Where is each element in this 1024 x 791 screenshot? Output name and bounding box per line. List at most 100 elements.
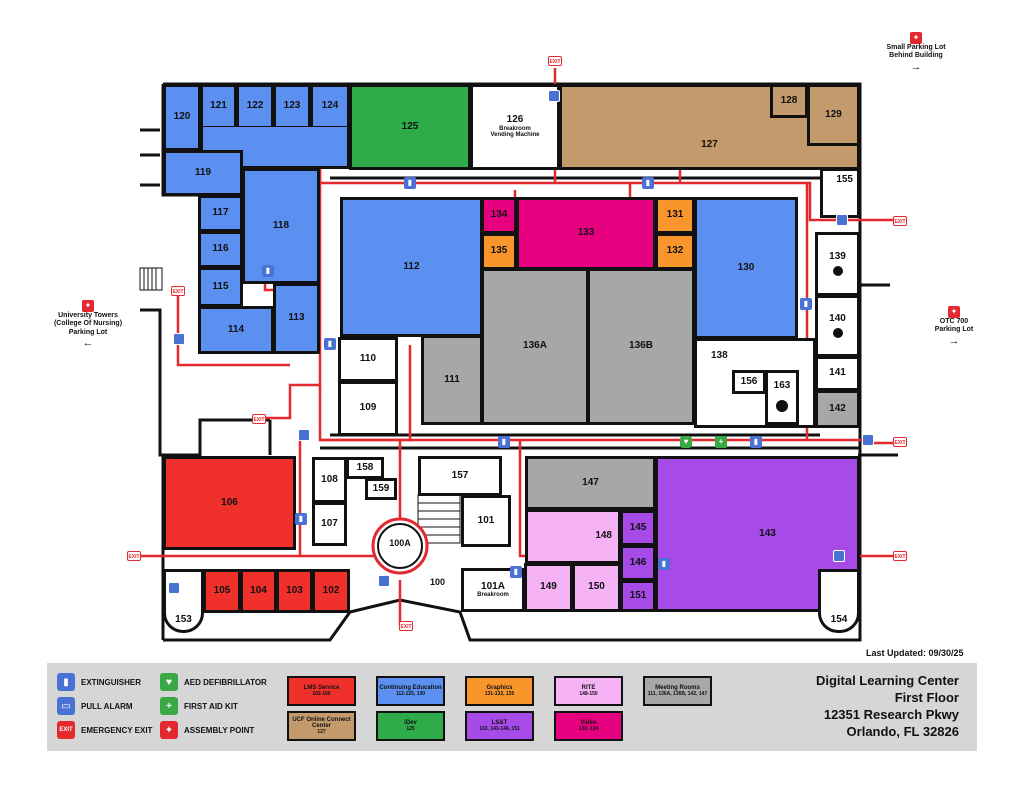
legend-first-aid-label: FIRST AID KIT [184, 701, 238, 711]
room-163-number: 163 [773, 380, 791, 391]
emergency-exit-icon: EXIT [399, 621, 413, 631]
title-line: Digital Learning Center [815, 673, 959, 688]
room-109-number: 109 [359, 402, 377, 414]
emergency-exit-icon: EXIT [127, 551, 141, 561]
extinguisher-icon: ▮ [404, 177, 416, 189]
room-143-number: 143 [759, 527, 776, 539]
emergency-exit-icon: EXIT [171, 286, 185, 296]
otc-700-lot: ✦ OTC 700 Parking Lot → [920, 306, 988, 348]
arrow-right-icon: → [910, 60, 922, 73]
extinguisher-icon: ▮ [262, 265, 274, 277]
room-136b: 136B [587, 268, 695, 425]
room-135: 135 [481, 233, 517, 270]
swatch-name: Video [580, 719, 597, 726]
swatch-nums: 127 [317, 728, 326, 735]
swatch-nums: 111, 136A, 136B, 142, 147 [647, 690, 708, 697]
assembly-point-icon: ✦ [910, 32, 922, 44]
room-145: 145 [620, 510, 656, 546]
pull-alarm-icon [168, 582, 180, 594]
legend-emergency-exit-label: EMERGENCY EXIT [81, 725, 153, 735]
room-124: 124 [310, 84, 350, 129]
room-122: 122 [236, 84, 274, 129]
room-119: 119 [163, 150, 243, 196]
legend-swatch-graphics: Graphics 131-132, 135 [465, 676, 534, 706]
room-112: 112 [340, 197, 483, 337]
room-156: 156 [732, 370, 766, 394]
swatch-name: LS&T [491, 719, 508, 726]
swatch-name: Continuing Education [379, 684, 442, 691]
room-133: 133 [516, 197, 656, 270]
room-132: 132 [655, 233, 695, 270]
room-150: 150 [572, 563, 621, 612]
legend-swatch-idev: iDev 125 [376, 711, 445, 741]
room-110-number: 110 [359, 353, 377, 365]
university-towers-lot: ✦ University Towers (College Of Nursing)… [40, 300, 136, 350]
legend-pull-alarm-label: PULL ALARM [81, 701, 133, 711]
room-104: 104 [240, 569, 277, 613]
small-parking-lot: ✦ Small Parking Lot Behind Building → [872, 32, 960, 74]
pull-alarm-icon [548, 90, 560, 102]
room-153: 153 [163, 569, 204, 633]
legend-swatch-lst: LS&T 103, 143-146, 151 [465, 711, 534, 741]
swatch-name: iDev [404, 719, 417, 726]
legend-assembly-label: ASSEMBLY POINT [184, 725, 255, 735]
swatch-name: Meeting Rooms [655, 684, 700, 691]
legend-assembly: ✦ ASSEMBLY POINT [160, 721, 254, 739]
room-103: 103 [276, 569, 313, 613]
emergency-exit-icon: EXIT [893, 551, 907, 561]
room-102: 102 [312, 569, 350, 613]
swatch-nums: 112-125, 130 [395, 690, 426, 697]
room-163: 163 [765, 370, 799, 425]
aed-icon: ♥ [680, 436, 692, 448]
legend-first-aid: + FIRST AID KIT [160, 697, 238, 715]
emergency-exit-icon: EXIT [57, 721, 75, 739]
room-113: 113 [273, 283, 320, 354]
room-101a-number: 101A [481, 580, 505, 592]
room-111: 111 [421, 335, 483, 425]
legend-swatch-ucf-online: UCF Online Connect Center 127 [287, 711, 356, 741]
restroom-140-icon [832, 327, 843, 338]
assembly-point-icon: ✦ [948, 306, 960, 318]
room-101a: 101A Breakroom [461, 568, 525, 612]
swatch-nums: 103, 143-146, 151 [479, 725, 520, 732]
room-148: 148 [525, 509, 621, 564]
room-126-number: 126 [506, 114, 524, 126]
room-142: 142 [815, 390, 860, 428]
extinguisher-icon: ▮ [642, 177, 654, 189]
extinguisher-icon: ▮ [750, 436, 762, 448]
extinguisher-icon: ▮ [510, 566, 522, 578]
swatch-name: Graphics [486, 684, 513, 691]
room-110: 110 [338, 337, 398, 382]
room-107: 107 [312, 502, 347, 546]
legend-swatch-video: Video 133 -134 [554, 711, 623, 741]
title-line: 12351 Research Pkwy [823, 706, 959, 722]
title-line: First Floor [894, 689, 959, 705]
room-151: 151 [620, 580, 656, 612]
emergency-exit-icon: EXIT [252, 414, 266, 424]
title-line: Orlando, FL 32826 [846, 723, 959, 739]
room-114: 114 [198, 306, 274, 354]
extinguisher-icon: ▮ [295, 513, 307, 525]
room-158: 158 [346, 457, 384, 479]
pull-alarm-icon [833, 550, 845, 562]
arrow-left-icon: ← [82, 337, 94, 350]
room-141: 141 [815, 356, 860, 391]
room-134: 134 [481, 197, 517, 234]
room-130: 130 [694, 197, 798, 339]
pull-alarm-icon [836, 214, 848, 226]
room-136a: 136A [481, 268, 589, 425]
legend-swatch-rite: RITE 148-150 [554, 676, 623, 706]
emergency-exit-icon: EXIT [893, 437, 907, 447]
assembly-point-icon: ✦ [160, 721, 178, 739]
legend-extinguisher-label: EXTINGUISHER [81, 677, 142, 687]
extinguisher-icon: ▮ [800, 298, 812, 310]
pull-alarm-icon [378, 575, 390, 587]
pull-alarm-icon: ▭ [57, 697, 75, 715]
room-140-number: 140 [829, 313, 846, 325]
room-123: 123 [273, 84, 311, 129]
small-parking-lot-label: Small Parking Lot Behind Building [886, 44, 946, 60]
room-155: 155 [820, 168, 860, 218]
emergency-exit-icon: EXIT [548, 56, 562, 66]
room-120: 120 [163, 84, 201, 151]
room-154: 154 [818, 569, 860, 633]
